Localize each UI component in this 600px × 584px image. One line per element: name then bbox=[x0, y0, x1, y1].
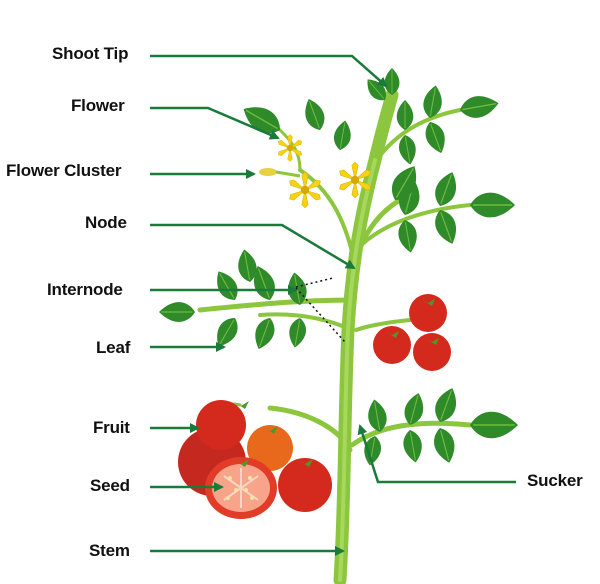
tomato-plant bbox=[158, 67, 519, 584]
label-flower-cluster: Flower Cluster bbox=[6, 161, 122, 180]
tomato-cluster-right bbox=[373, 294, 451, 371]
label-leaf: Leaf bbox=[96, 338, 131, 357]
flowers bbox=[259, 133, 373, 209]
label-node: Node bbox=[85, 213, 127, 232]
arrow-flower bbox=[150, 106, 280, 140]
label-fruit: Fruit bbox=[93, 418, 130, 437]
arrow-shoot-tip bbox=[150, 54, 388, 88]
label-seed: Seed bbox=[90, 476, 130, 495]
arrow-node bbox=[150, 223, 356, 270]
label-stem: Stem bbox=[89, 541, 130, 560]
label-shoot-tip: Shoot Tip bbox=[52, 44, 129, 63]
label-flower: Flower bbox=[71, 96, 125, 115]
label-internode: Internode bbox=[47, 280, 123, 299]
label-arrows bbox=[150, 54, 516, 556]
tomato-cluster-left bbox=[178, 400, 332, 519]
label-sucker: Sucker bbox=[527, 471, 583, 490]
arrow-sucker bbox=[357, 424, 516, 484]
